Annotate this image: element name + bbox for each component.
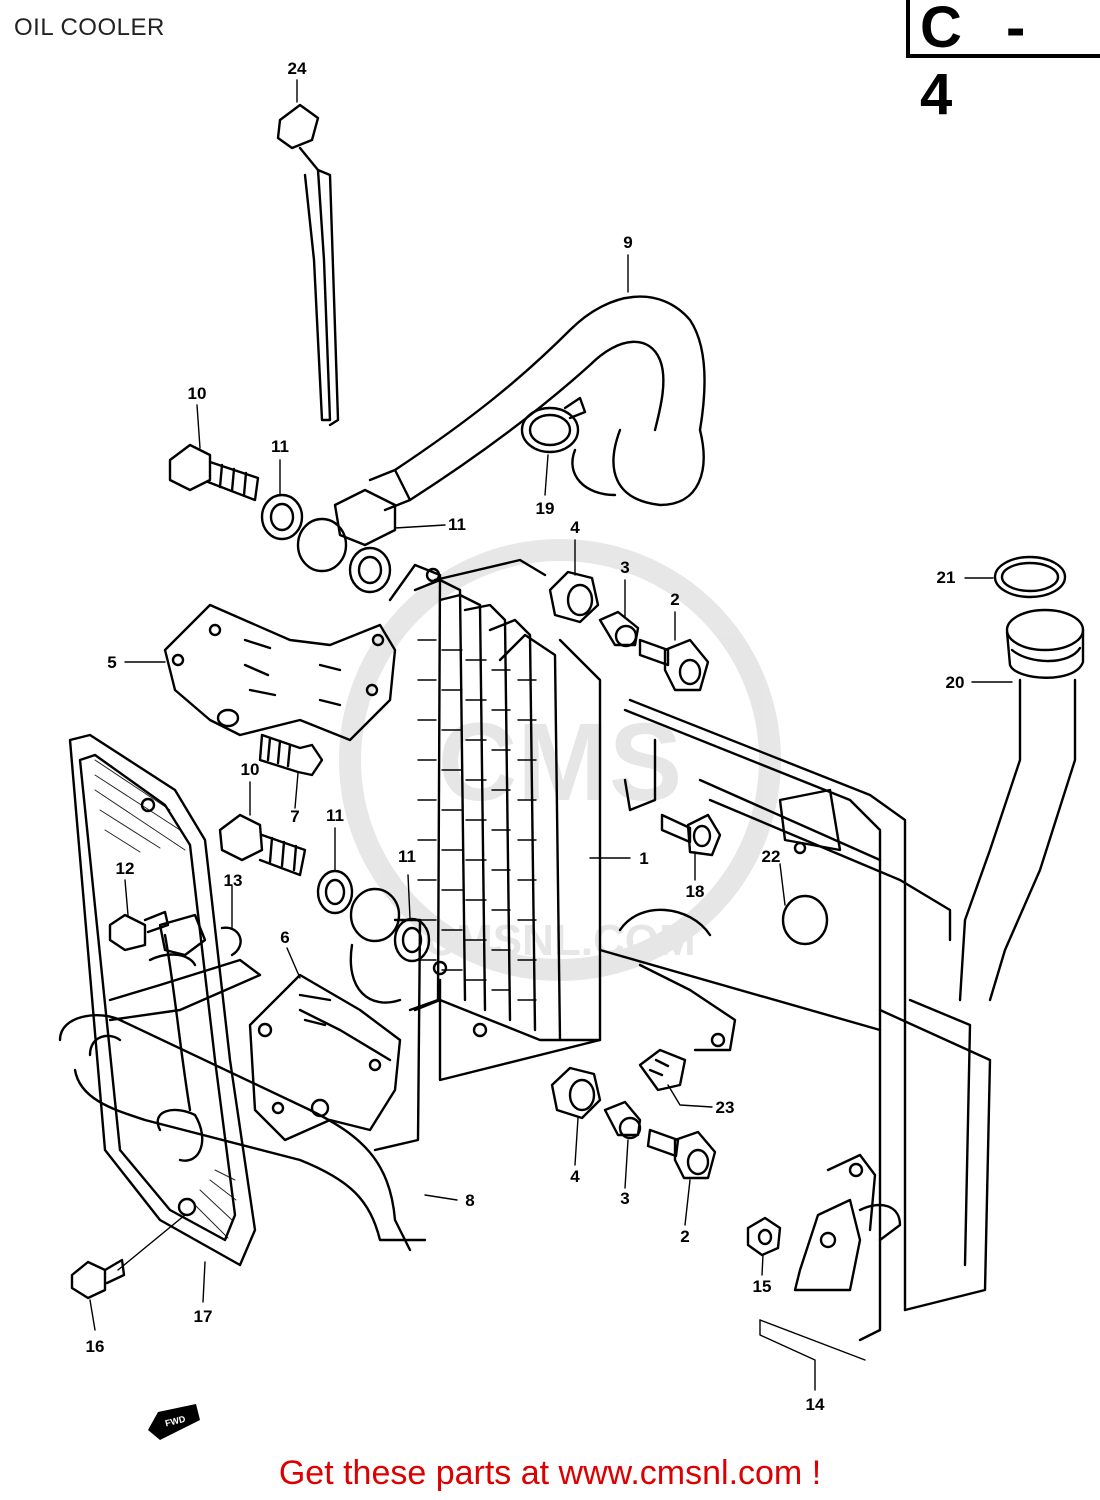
watermark: CMS CMSNL.COM (339, 539, 781, 981)
footer-link-text[interactable]: Get these parts at www.cmsnl.com ! (278, 1454, 822, 1492)
callout-3-lower: 3 (620, 1189, 629, 1208)
part-21-o-ring (993, 555, 1067, 599)
forward-arrow-icon: FWD (148, 1404, 200, 1440)
part-13-clip (220, 926, 242, 957)
callout-5: 5 (107, 653, 116, 672)
part-23-bolt (638, 1048, 687, 1092)
diagram-title: OIL COOLER (14, 14, 165, 41)
section-code: C - 4 (920, 0, 1040, 127)
part-15-nut (746, 1216, 782, 1257)
part-18-bolt (660, 813, 722, 857)
callout-7: 7 (290, 807, 299, 826)
part-5-bracket-upper (163, 603, 397, 742)
callout-22: 22 (762, 847, 781, 866)
part-14-bracket (793, 1153, 902, 1292)
callout-13: 13 (224, 871, 243, 890)
callout-2-lower: 2 (680, 1227, 689, 1246)
callout-16: 16 (86, 1337, 105, 1356)
leader-lines (89, 79, 1013, 1391)
callout-17: 17 (194, 1307, 213, 1326)
callout-20: 20 (946, 673, 965, 692)
callout-6: 6 (280, 928, 289, 947)
callout-4-upper: 4 (570, 518, 580, 537)
svg-text:CMS: CMS (438, 701, 682, 824)
callout-24: 24 (288, 59, 307, 78)
lower-pipe (58, 953, 427, 1252)
banjo-fitting-lower (349, 887, 422, 1152)
part-10-banjo-bolt-upper (168, 443, 260, 502)
callout-10-upper: 10 (188, 384, 207, 403)
part-19-hose-clamp (520, 396, 587, 454)
callout-12: 12 (116, 859, 135, 878)
callout-19: 19 (536, 499, 555, 518)
part-7-bolt (258, 733, 324, 777)
callout-1: 1 (639, 849, 648, 868)
part-6-bracket-lower (248, 973, 402, 1142)
part-12-bolt (108, 910, 170, 952)
part-24-cable-tie (276, 103, 340, 427)
callout-10-lower: 10 (241, 760, 260, 779)
part-4-grommet-upper (548, 570, 600, 624)
banjo-fitting-upper (296, 468, 412, 573)
part-2-bolt-upper (638, 638, 710, 692)
callout-9: 9 (623, 233, 632, 252)
grille-mesh (94, 759, 237, 1239)
section-box (906, 0, 1100, 58)
callout-11-d: 11 (398, 847, 416, 866)
part-3-collar-upper (598, 610, 640, 648)
part-22-grommet (781, 894, 829, 946)
callout-numbers: 24 9 10 11 11 19 4 3 2 21 20 5 10 7 11 1… (86, 59, 965, 1414)
part-8-frame-rail (598, 698, 992, 1342)
callout-15: 15 (753, 1277, 772, 1296)
part-17-screen-grille (68, 733, 257, 1267)
callout-3-upper: 3 (620, 558, 629, 577)
callout-11-c: 11 (326, 806, 344, 825)
part-11-washer-a (260, 493, 304, 541)
callout-21: 21 (937, 568, 956, 587)
callout-8: 8 (465, 1191, 474, 1210)
callout-11-b: 11 (448, 515, 466, 534)
callout-2-upper: 2 (670, 590, 679, 609)
part-4-grommet-lower (550, 1066, 602, 1120)
callout-11-a: 11 (271, 437, 289, 456)
callout-18: 18 (686, 882, 705, 901)
callout-4-lower: 4 (570, 1167, 580, 1186)
part-9-hose-upper (393, 295, 706, 507)
part-10-banjo-bolt-lower (218, 813, 307, 877)
part-20-pipe (958, 608, 1085, 1002)
part-16-bolt (70, 1258, 126, 1300)
part-11-washer-c (316, 869, 354, 915)
part-3-collar-lower (603, 1100, 642, 1140)
part-11-washer-b (348, 546, 392, 594)
forward-badge-text: FWD (164, 1414, 187, 1429)
part-2-bolt-lower (646, 1128, 717, 1180)
cooler-fins (417, 639, 537, 1001)
part-1-oil-cooler-core (388, 558, 602, 1082)
callout-23: 23 (716, 1098, 735, 1117)
callout-14: 14 (806, 1395, 825, 1414)
